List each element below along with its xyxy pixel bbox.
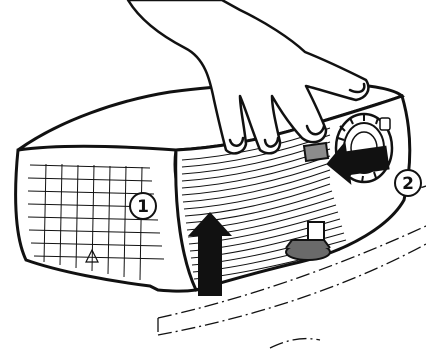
knob: [380, 118, 390, 130]
svg-text:2: 2: [402, 174, 414, 194]
callout-2: 2: [395, 170, 421, 196]
foot-release-button: [304, 143, 328, 161]
svg-text:1: 1: [137, 197, 149, 217]
callout-1: 1: [130, 193, 156, 219]
